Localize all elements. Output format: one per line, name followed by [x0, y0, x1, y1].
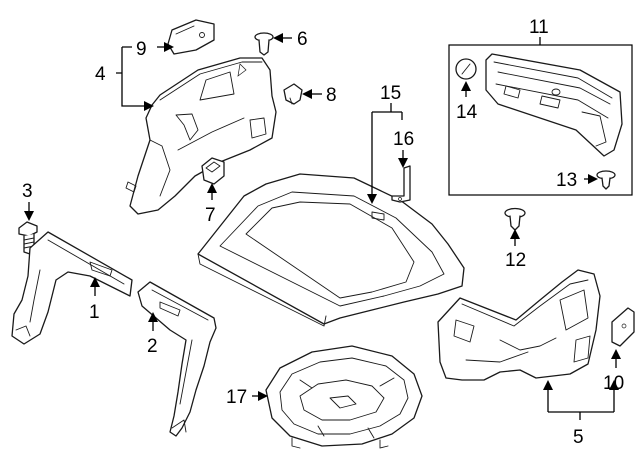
callout-5: 5 [573, 427, 584, 448]
left-quarter-trim-panel [125, 57, 277, 215]
callout-17: 17 [226, 387, 247, 408]
callout-3: 3 [22, 181, 33, 202]
spare-tire-tub [265, 345, 423, 449]
callout-2: 2 [147, 336, 158, 357]
callout-13: 13 [556, 170, 577, 191]
right-pillar-trim [137, 281, 217, 437]
push-pin-fastener-12 [504, 207, 526, 231]
trunk-scuff-plate [485, 53, 623, 157]
right-quarter-trim-panel [437, 269, 601, 381]
push-pin-fastener-13 [596, 170, 616, 190]
push-pin-fastener-6 [254, 32, 274, 56]
retaining-clip [201, 157, 225, 185]
callout-15: 15 [380, 83, 401, 104]
callout-8: 8 [326, 85, 337, 106]
callout-labels: 1 2 3 4 5 6 7 8 9 10 11 12 13 14 15 16 1… [22, 17, 624, 448]
push-pin-fastener-8 [283, 83, 303, 105]
callout-11: 11 [529, 17, 549, 38]
round-cap [455, 58, 477, 80]
trunk-floor-cover [197, 173, 465, 327]
callout-1: 1 [89, 302, 100, 323]
left-pillar-trim [11, 231, 133, 345]
access-cover [167, 19, 215, 55]
leader-lines [24, 33, 621, 420]
callout-12: 12 [505, 250, 526, 271]
small-cover-panel [611, 307, 635, 347]
callout-10: 10 [603, 373, 624, 394]
callout-6: 6 [297, 29, 308, 50]
callout-7: 7 [205, 205, 216, 226]
trunk-bracket [391, 165, 411, 203]
callout-9: 9 [136, 39, 147, 60]
callout-14: 14 [456, 102, 478, 123]
callout-16: 16 [393, 129, 414, 150]
callout-4: 4 [95, 64, 106, 85]
